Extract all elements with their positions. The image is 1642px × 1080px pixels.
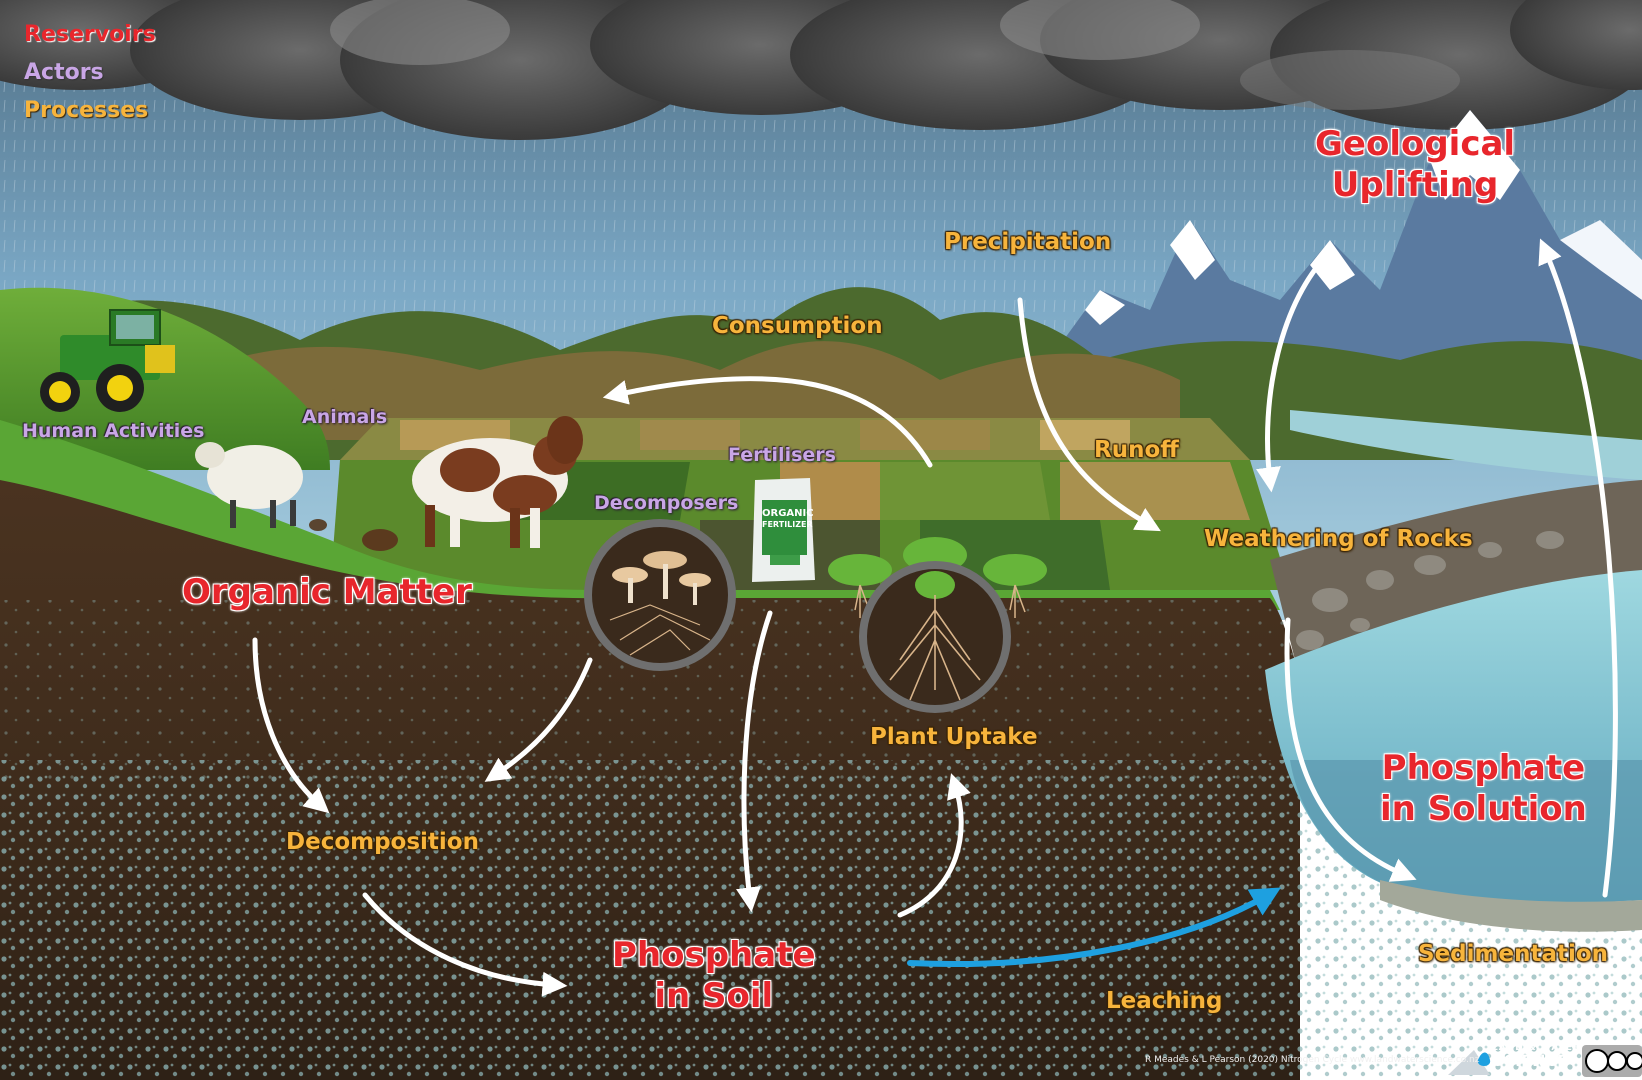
arrow-soil-plant-uptake (897, 773, 971, 918)
process-precipitation: Precipitation (944, 229, 1112, 255)
tractor-icon (40, 309, 175, 412)
fertilizer-bag-line2: FERTILIZER (762, 520, 813, 529)
grass-strip (0, 420, 1280, 610)
reservoir-geological-uplifting-line2: Uplifting (1331, 164, 1499, 205)
reservoir-geological-uplifting: Geological Uplifting (1315, 124, 1515, 206)
process-runoff: Runoff (1094, 437, 1179, 463)
brand-top: LAND & WATER (1492, 1043, 1581, 1053)
brand-name: LAND & WATER SCIENCE (1492, 1044, 1581, 1069)
legend-actors: Actors (24, 60, 104, 85)
rocks (1296, 531, 1564, 650)
dung-1 (362, 529, 398, 551)
actor-decomposers: Decomposers (594, 492, 739, 514)
reservoir-phosphate-in-soil-line2: in Soil (654, 975, 774, 1016)
process-plant-uptake: Plant Uptake (870, 724, 1038, 750)
arrow-fertiliser-soil (736, 610, 773, 913)
actor-animals: Animals (302, 406, 388, 428)
arrow-decomposers-decomposition (484, 657, 593, 782)
process-decomposition: Decomposition (286, 829, 479, 855)
green-hill (0, 287, 330, 470)
arrow-uplift-to-weathering (1256, 247, 1335, 493)
actor-human-activities: Human Activities (22, 420, 205, 442)
cc-license-icon (1582, 1045, 1642, 1077)
flow-arrows (252, 238, 1618, 997)
brand-logo-icon (1448, 1050, 1491, 1075)
legend-reservoirs: Reservoirs (24, 22, 156, 47)
process-leaching: Leaching (1106, 988, 1223, 1014)
decomposers-circle-icon (584, 519, 736, 671)
arrow-decomposition-soil (362, 892, 568, 997)
reservoir-organic-matter: Organic Matter (182, 572, 472, 612)
fertilizer-bag-label: ORGANIC FERTILIZER (762, 508, 814, 530)
upper-lake (1290, 410, 1642, 480)
arrow-organic-decomposition (252, 637, 330, 814)
process-consumption: Consumption (712, 313, 883, 339)
actor-fertilisers: Fertilisers (728, 444, 836, 466)
reservoir-phosphate-in-solution-line2: in Solution (1380, 788, 1587, 829)
credit-text: R Meades & L Pearson (2020) Nitrogen Cyc… (1145, 1055, 1480, 1065)
arrow-weathering-to-solution (1284, 617, 1417, 882)
dung-2 (309, 519, 327, 531)
brown-hills (200, 341, 1180, 440)
sheep-icon (195, 442, 303, 528)
reservoir-geological-uplifting-line1: Geological (1315, 124, 1516, 164)
lake-deep (1290, 760, 1642, 903)
arrow-precipitation-runoff (1017, 297, 1161, 532)
fertilizer-bag-icon (752, 478, 815, 582)
reservoir-phosphate-in-soil: Phosphate in Soil (612, 935, 816, 1017)
cow-icon (412, 416, 583, 548)
reservoir-phosphate-in-soil-line1: Phosphate (612, 935, 816, 975)
arrow-leaching (907, 887, 1281, 968)
process-sedimentation: Sedimentation (1418, 941, 1609, 967)
legend-processes: Processes (24, 98, 149, 123)
fertilizer-bag-line1: ORGANIC (762, 508, 814, 519)
process-weathering-of-rocks: Weathering of Rocks (1204, 526, 1473, 552)
arrow-consumption (602, 376, 933, 468)
plant-roots-circle-icon (859, 561, 1011, 713)
arrow-sedimentation-uplift (1538, 238, 1618, 898)
reservoir-phosphate-in-solution: Phosphate in Solution (1380, 748, 1587, 830)
storm-clouds (0, 0, 1642, 140)
brand-bottom: SCIENCE (1492, 1051, 1569, 1070)
reservoir-phosphate-in-solution-line1: Phosphate (1381, 748, 1586, 788)
lake-sediment (1380, 880, 1642, 932)
